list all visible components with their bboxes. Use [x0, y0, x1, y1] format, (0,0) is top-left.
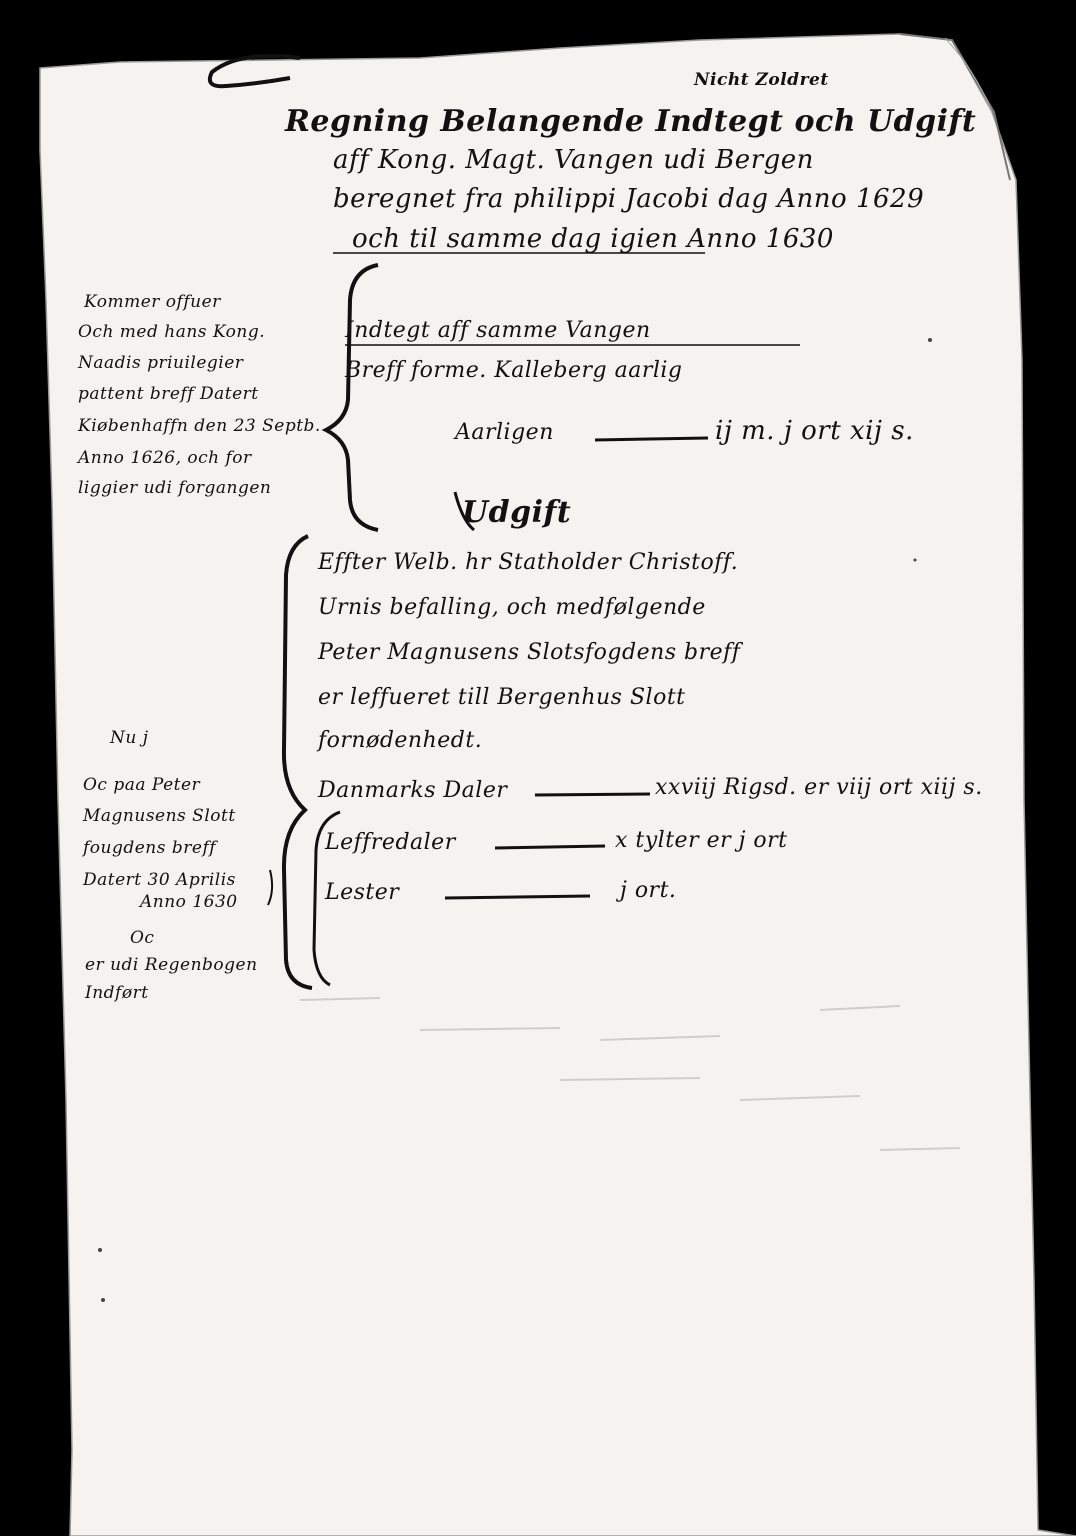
- left-note-3-line-1: Oc paa Peter: [83, 775, 201, 795]
- left-note-2: Nu j: [110, 728, 149, 748]
- expense-item-2-name: Leffredaler: [325, 830, 456, 855]
- title-line-2: aff Kong. Magt. Vangen udi Bergen: [333, 145, 814, 175]
- left-note-1-line-3: Naadis priuilegier: [78, 353, 244, 373]
- expense-line-2: Urnis befalling, och medfølgende: [318, 595, 706, 620]
- title-line-3: beregnet fra philippi Jacobi dag Anno 16…: [333, 184, 925, 214]
- income-amount-value: ij m. j ort xij s.: [715, 416, 914, 446]
- expense-item-1-name: Danmarks Daler: [318, 778, 508, 803]
- left-note-1-line-4: pattent breff Datert: [78, 384, 259, 404]
- income-line-2: Breff forme. Kalleberg aarlig: [345, 358, 683, 383]
- left-note-1-line-2: Och med hans Kong.: [78, 322, 266, 342]
- left-note-3-line-4: Datert 30 Aprilis: [83, 870, 236, 890]
- left-note-4-line-3: Indført: [85, 983, 149, 1003]
- left-note-4-line-1: Oc: [130, 928, 155, 948]
- left-note-1-line-6: Anno 1626, och for: [78, 448, 252, 468]
- expense-heading: Udgift: [462, 495, 572, 530]
- expense-line-4: er leffueret till Bergenhus Slott: [318, 685, 686, 710]
- left-note-1-line-1: Kommer offuer: [84, 292, 221, 312]
- left-note-4-line-2: er udi Regenbogen: [85, 955, 258, 975]
- left-note-3-line-2: Magnusens Slott: [83, 806, 236, 826]
- expense-item-3-name: Lester: [325, 880, 400, 905]
- expense-line-5: fornødenhedt.: [318, 728, 483, 753]
- left-note-1-line-5: Kiøbenhaffn den 23 Septb.: [78, 416, 321, 436]
- expense-item-3-value: j ort.: [620, 878, 677, 903]
- expense-line-1: Effter Welb. hr Statholder Christoff.: [318, 550, 739, 575]
- title-line-1: Regning Belangende Indtegt och Udgift: [285, 104, 977, 139]
- expense-item-1-value: xxviij Rigsd. er viij ort xiij s.: [655, 775, 983, 800]
- left-note-3-line-3: fougdens breff: [83, 838, 217, 858]
- title-line-4: och til samme dag igien Anno 1630: [352, 224, 834, 254]
- income-line-1: Indtegt aff samme Vangen: [345, 318, 651, 343]
- left-note-1-line-7: liggier udi forgangen: [78, 478, 272, 498]
- corner-note: Nicht Zoldret: [694, 70, 829, 90]
- income-amount-label: Aarligen: [455, 420, 554, 445]
- expense-line-3: Peter Magnusens Slotsfogdens breff: [318, 640, 741, 665]
- left-note-3-line-5: Anno 1630: [140, 892, 238, 912]
- expense-item-2-value: x tylter er j ort: [615, 828, 788, 853]
